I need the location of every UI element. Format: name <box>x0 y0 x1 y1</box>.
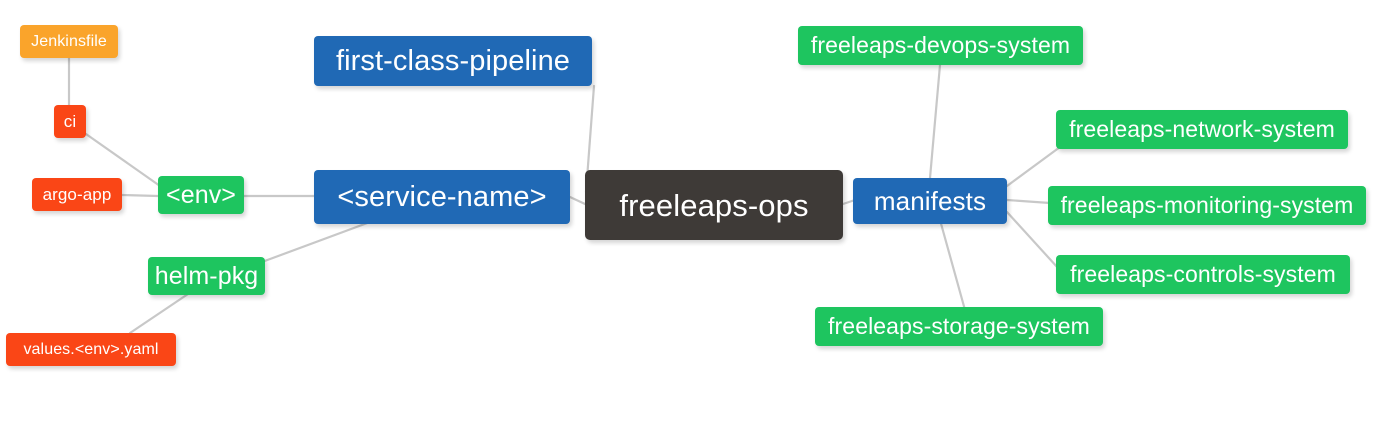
edge-root-service-name <box>568 195 587 206</box>
node-service-name[interactable]: <service-name> <box>314 170 570 224</box>
edge-env-argo-app <box>120 193 160 198</box>
node-jenkinsfile[interactable]: Jenkinsfile <box>20 25 118 58</box>
node-freeleaps-ops[interactable]: freeleaps-ops <box>585 170 843 240</box>
node-env[interactable]: <env> <box>158 176 244 214</box>
node-first-class-pipeline[interactable]: first-class-pipeline <box>314 36 592 86</box>
edge-manifests-devops-system <box>928 63 942 180</box>
node-freeleaps-monitoring-system[interactable]: freeleaps-monitoring-system <box>1048 186 1366 225</box>
node-manifests[interactable]: manifests <box>853 178 1007 224</box>
node-freeleaps-devops-system[interactable]: freeleaps-devops-system <box>798 26 1083 65</box>
node-ci[interactable]: ci <box>54 105 86 138</box>
node-freeleaps-storage-system[interactable]: freeleaps-storage-system <box>815 307 1103 346</box>
edge-manifests-network-system <box>1005 145 1062 188</box>
node-helm-pkg[interactable]: helm-pkg <box>148 257 265 295</box>
edge-manifests-monitoring-system <box>1005 198 1052 205</box>
edge-helm-pkg-values-yaml <box>128 292 190 335</box>
edge-service-name-helm-pkg <box>260 220 372 264</box>
edge-manifests-storage-system <box>938 218 967 312</box>
node-values-env-yaml[interactable]: values.<env>.yaml <box>6 333 176 366</box>
node-freeleaps-network-system[interactable]: freeleaps-network-system <box>1056 110 1348 149</box>
node-freeleaps-controls-system[interactable]: freeleaps-controls-system <box>1056 255 1350 294</box>
node-argo-app[interactable]: argo-app <box>32 178 122 211</box>
